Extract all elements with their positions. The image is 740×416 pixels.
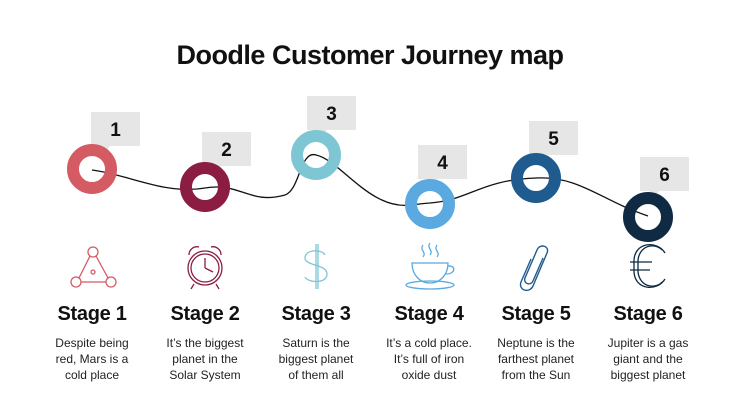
desc-line: Despite being [55, 336, 129, 350]
desc-line: Saturn is the [282, 336, 350, 350]
stage-marker-5 [511, 153, 561, 203]
dollar-icon [304, 244, 328, 289]
stage-desc-2: It’s the biggest planet in the Solar Sys… [145, 335, 265, 383]
stage-title-4: Stage 4 [394, 303, 464, 325]
stage-title-1: Stage 1 [57, 303, 127, 325]
journey-path [91, 154, 649, 217]
desc-line: Solar System [169, 368, 241, 382]
stage-marker-3 [291, 130, 341, 180]
stage-number-1: 1 [110, 120, 121, 141]
callout-1: 1 [91, 112, 140, 153]
stage-number-4: 4 [437, 153, 448, 174]
alarm-clock-icon [187, 246, 223, 290]
desc-line: red, Mars is a [55, 352, 129, 366]
stage-desc-4: It’s a cold place. It’s full of iron oxi… [369, 335, 489, 383]
stage-desc-5: Neptune is the farthest planet from the … [476, 335, 596, 383]
desc-line: oxide dust [401, 368, 457, 382]
coffee-cup-icon [405, 242, 455, 290]
desc-line: It’s full of iron [393, 352, 465, 366]
page-title: Doodle Customer Journey map [176, 40, 564, 70]
stage-number-2: 2 [221, 140, 232, 161]
stage-title-3: Stage 3 [281, 303, 351, 325]
paperclip-icon [519, 245, 549, 292]
callout-3: 3 [307, 96, 356, 137]
desc-line: cold place [64, 368, 120, 382]
stage-marker-4 [405, 179, 455, 229]
stage-marker-6 [623, 192, 673, 242]
desc-line: from the Sun [501, 368, 571, 382]
stage-desc-6: Jupiter is a gas giant and the biggest p… [588, 335, 708, 383]
stage-title-5: Stage 5 [501, 303, 571, 325]
desc-line: It’s a cold place. [386, 336, 472, 350]
stage-title-6: Stage 6 [613, 303, 683, 325]
desc-line: biggest planet [610, 368, 686, 382]
stage-desc-3: Saturn is the biggest planet of them all [256, 335, 376, 383]
desc-line: of them all [288, 368, 344, 382]
desc-line: It’s the biggest [166, 336, 244, 350]
callout-2: 2 [202, 132, 251, 173]
stage-marker-2 [180, 162, 230, 212]
stage-desc-1: Despite being red, Mars is a cold place [32, 335, 152, 383]
desc-line: Neptune is the [497, 336, 575, 350]
desc-line: farthest planet [497, 352, 575, 366]
desc-line: giant and the [613, 352, 683, 366]
stage-title-2: Stage 2 [170, 303, 240, 325]
euro-icon [630, 244, 666, 288]
stage-number-6: 6 [659, 165, 670, 186]
callout-6: 6 [640, 157, 689, 198]
stage-number-3: 3 [326, 104, 337, 125]
desc-line: Jupiter is a gas [607, 336, 689, 350]
desc-line: biggest planet [278, 352, 354, 366]
molecule-icon [70, 246, 117, 288]
stage-number-5: 5 [548, 129, 559, 150]
stage-marker-1 [67, 144, 117, 194]
desc-line: planet in the [172, 352, 238, 366]
